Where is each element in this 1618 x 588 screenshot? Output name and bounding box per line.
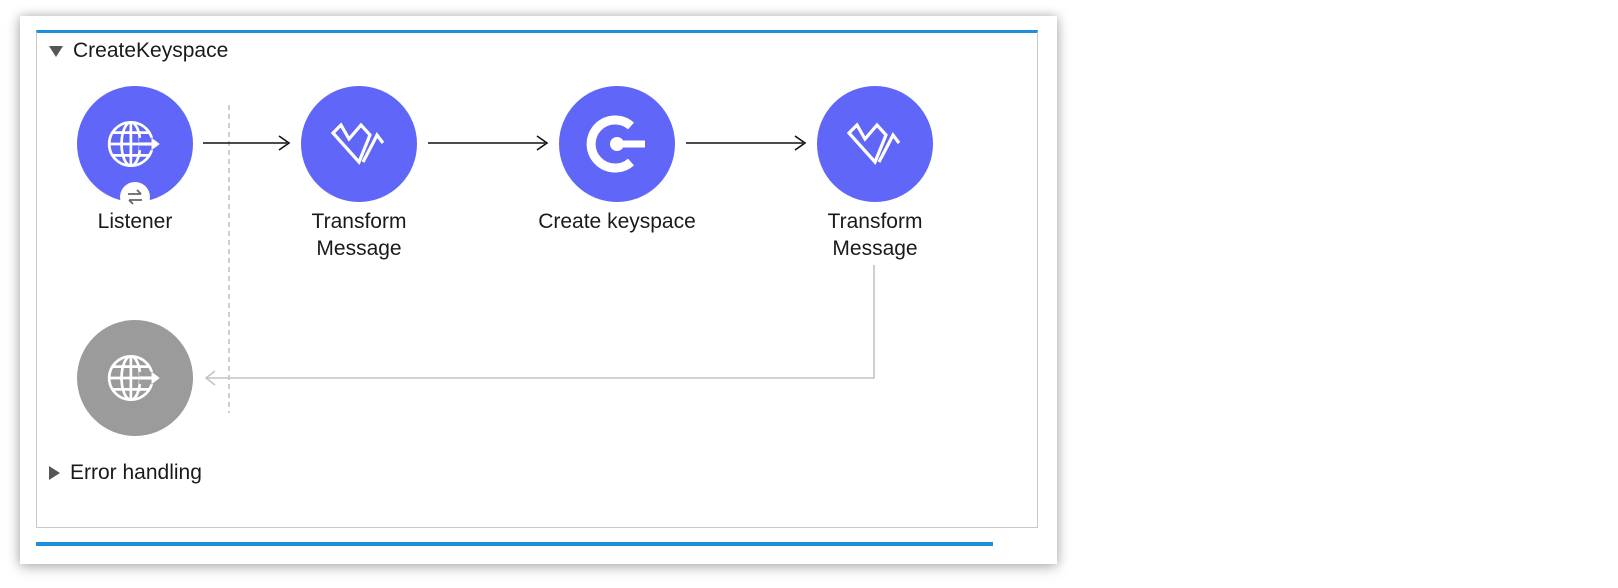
flow-canvas: CreateKeyspace — [20, 16, 1057, 564]
node-label: Create keyspace — [538, 210, 696, 233]
node-label: Transform Message — [827, 210, 923, 260]
collapse-triangle-icon[interactable] — [49, 45, 63, 57]
flow-container: CreateKeyspace — [36, 30, 1038, 528]
flow-arrow — [428, 135, 549, 151]
response-return-arrow — [204, 265, 875, 386]
flow-arrow — [686, 135, 807, 151]
flow-arrow — [203, 135, 291, 151]
globe-arrow-icon — [107, 354, 160, 402]
node-label: Listener — [97, 210, 173, 233]
expand-triangle-icon[interactable] — [49, 466, 60, 480]
flow-header[interactable]: CreateKeyspace — [49, 39, 228, 63]
error-handling-header[interactable]: Error handling — [49, 461, 202, 485]
transform-message-node[interactable] — [817, 86, 933, 202]
connector-icon — [586, 115, 645, 173]
flow-divider-line — [36, 542, 993, 546]
error-handling-label: Error handling — [70, 461, 202, 484]
dataweave-icon — [846, 122, 901, 165]
transform-message-node[interactable] — [301, 86, 417, 202]
node-label: Transform Message — [311, 210, 407, 260]
listener-response-node[interactable] — [77, 320, 193, 436]
listener-node[interactable] — [77, 86, 193, 212]
dataweave-icon — [330, 122, 385, 165]
exchange-badge-icon — [120, 182, 150, 212]
globe-arrow-icon — [107, 120, 160, 168]
create-keyspace-node[interactable] — [559, 86, 675, 202]
flow-title: CreateKeyspace — [73, 39, 229, 62]
